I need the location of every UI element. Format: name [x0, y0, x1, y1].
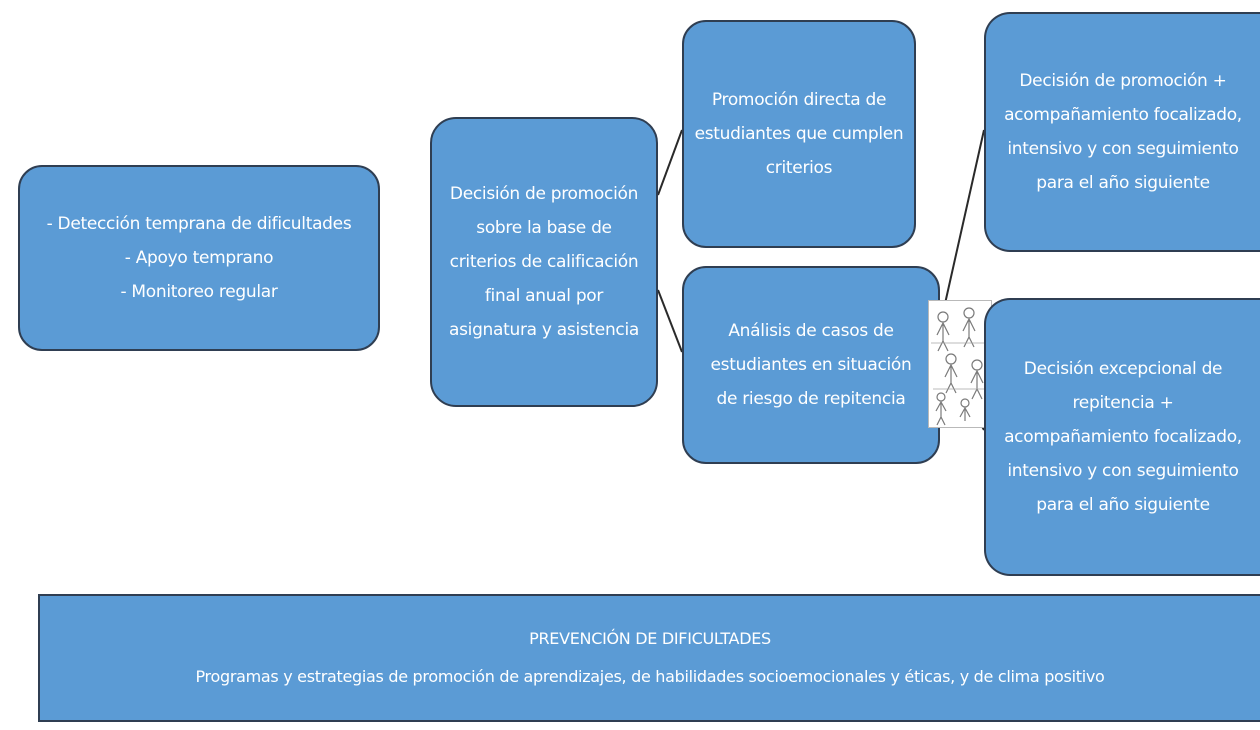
- decision-line-3: criterios de calificación: [449, 252, 639, 272]
- analysis-line-3: de riesgo de repitencia: [716, 389, 906, 409]
- detection-box: - Detección temprana de dificultades - A…: [18, 165, 380, 351]
- promotion-plus-line-2: acompañamiento focalizado,: [1004, 105, 1242, 125]
- promotion-plus-line-4: para el año siguiente: [1036, 173, 1210, 193]
- decision-line-2: sobre la base de: [476, 218, 612, 238]
- exception-line-4: intensivo y con seguimiento: [1007, 461, 1239, 481]
- promotion-plus-line-3: intensivo y con seguimiento: [1007, 139, 1239, 159]
- promotion-plus-support-box: Decisión de promoción + acompañamiento f…: [984, 12, 1260, 252]
- connector-analysis-to-promotion: [939, 129, 985, 327]
- connector-decision-to-direct: [657, 129, 683, 196]
- decision-line-1: Decisión de promoción: [449, 184, 639, 204]
- direct-promotion-box: Promoción directa de estudiantes que cum…: [682, 20, 916, 248]
- people-group-sketch-icon: [931, 307, 989, 426]
- prevention-title: PREVENCIÓN DE DIFICULTADES: [529, 629, 771, 648]
- exceptional-repetition-box: Decisión excepcional de repitencia + aco…: [984, 298, 1260, 576]
- direct-line-2: estudiantes que cumplen: [694, 124, 904, 144]
- decision-line-5: asignatura y asistencia: [448, 320, 640, 340]
- exception-line-3: acompañamiento focalizado,: [1004, 427, 1242, 447]
- detection-line-3: - Monitoreo regular: [120, 282, 278, 302]
- promotion-decision-box: Decisión de promoción sobre la base de c…: [430, 117, 658, 407]
- detection-line-2: - Apoyo temprano: [124, 248, 274, 268]
- analysis-line-1: Análisis de casos de: [728, 321, 894, 341]
- decision-line-4: final anual por: [484, 286, 604, 306]
- analysis-line-2: estudiantes en situación: [710, 355, 912, 375]
- prevention-banner: PREVENCIÓN DE DIFICULTADES Programas y e…: [38, 594, 1260, 722]
- connector-decision-to-analysis: [657, 289, 683, 353]
- direct-line-3: criterios: [765, 158, 833, 178]
- case-analysis-box: Análisis de casos de estudiantes en situ…: [682, 266, 940, 464]
- exception-line-5: para el año siguiente: [1036, 495, 1210, 515]
- promotion-plus-line-1: Decisión de promoción +: [1019, 71, 1227, 91]
- people-group-icon: [928, 300, 992, 428]
- detection-line-1: - Detección temprana de dificultades: [46, 214, 352, 234]
- exception-line-2: repitencia +: [1072, 393, 1174, 413]
- prevention-description: Programas y estrategias de promoción de …: [195, 667, 1105, 686]
- direct-line-1: Promoción directa de: [711, 90, 887, 110]
- exception-line-1: Decisión excepcional de: [1023, 359, 1223, 379]
